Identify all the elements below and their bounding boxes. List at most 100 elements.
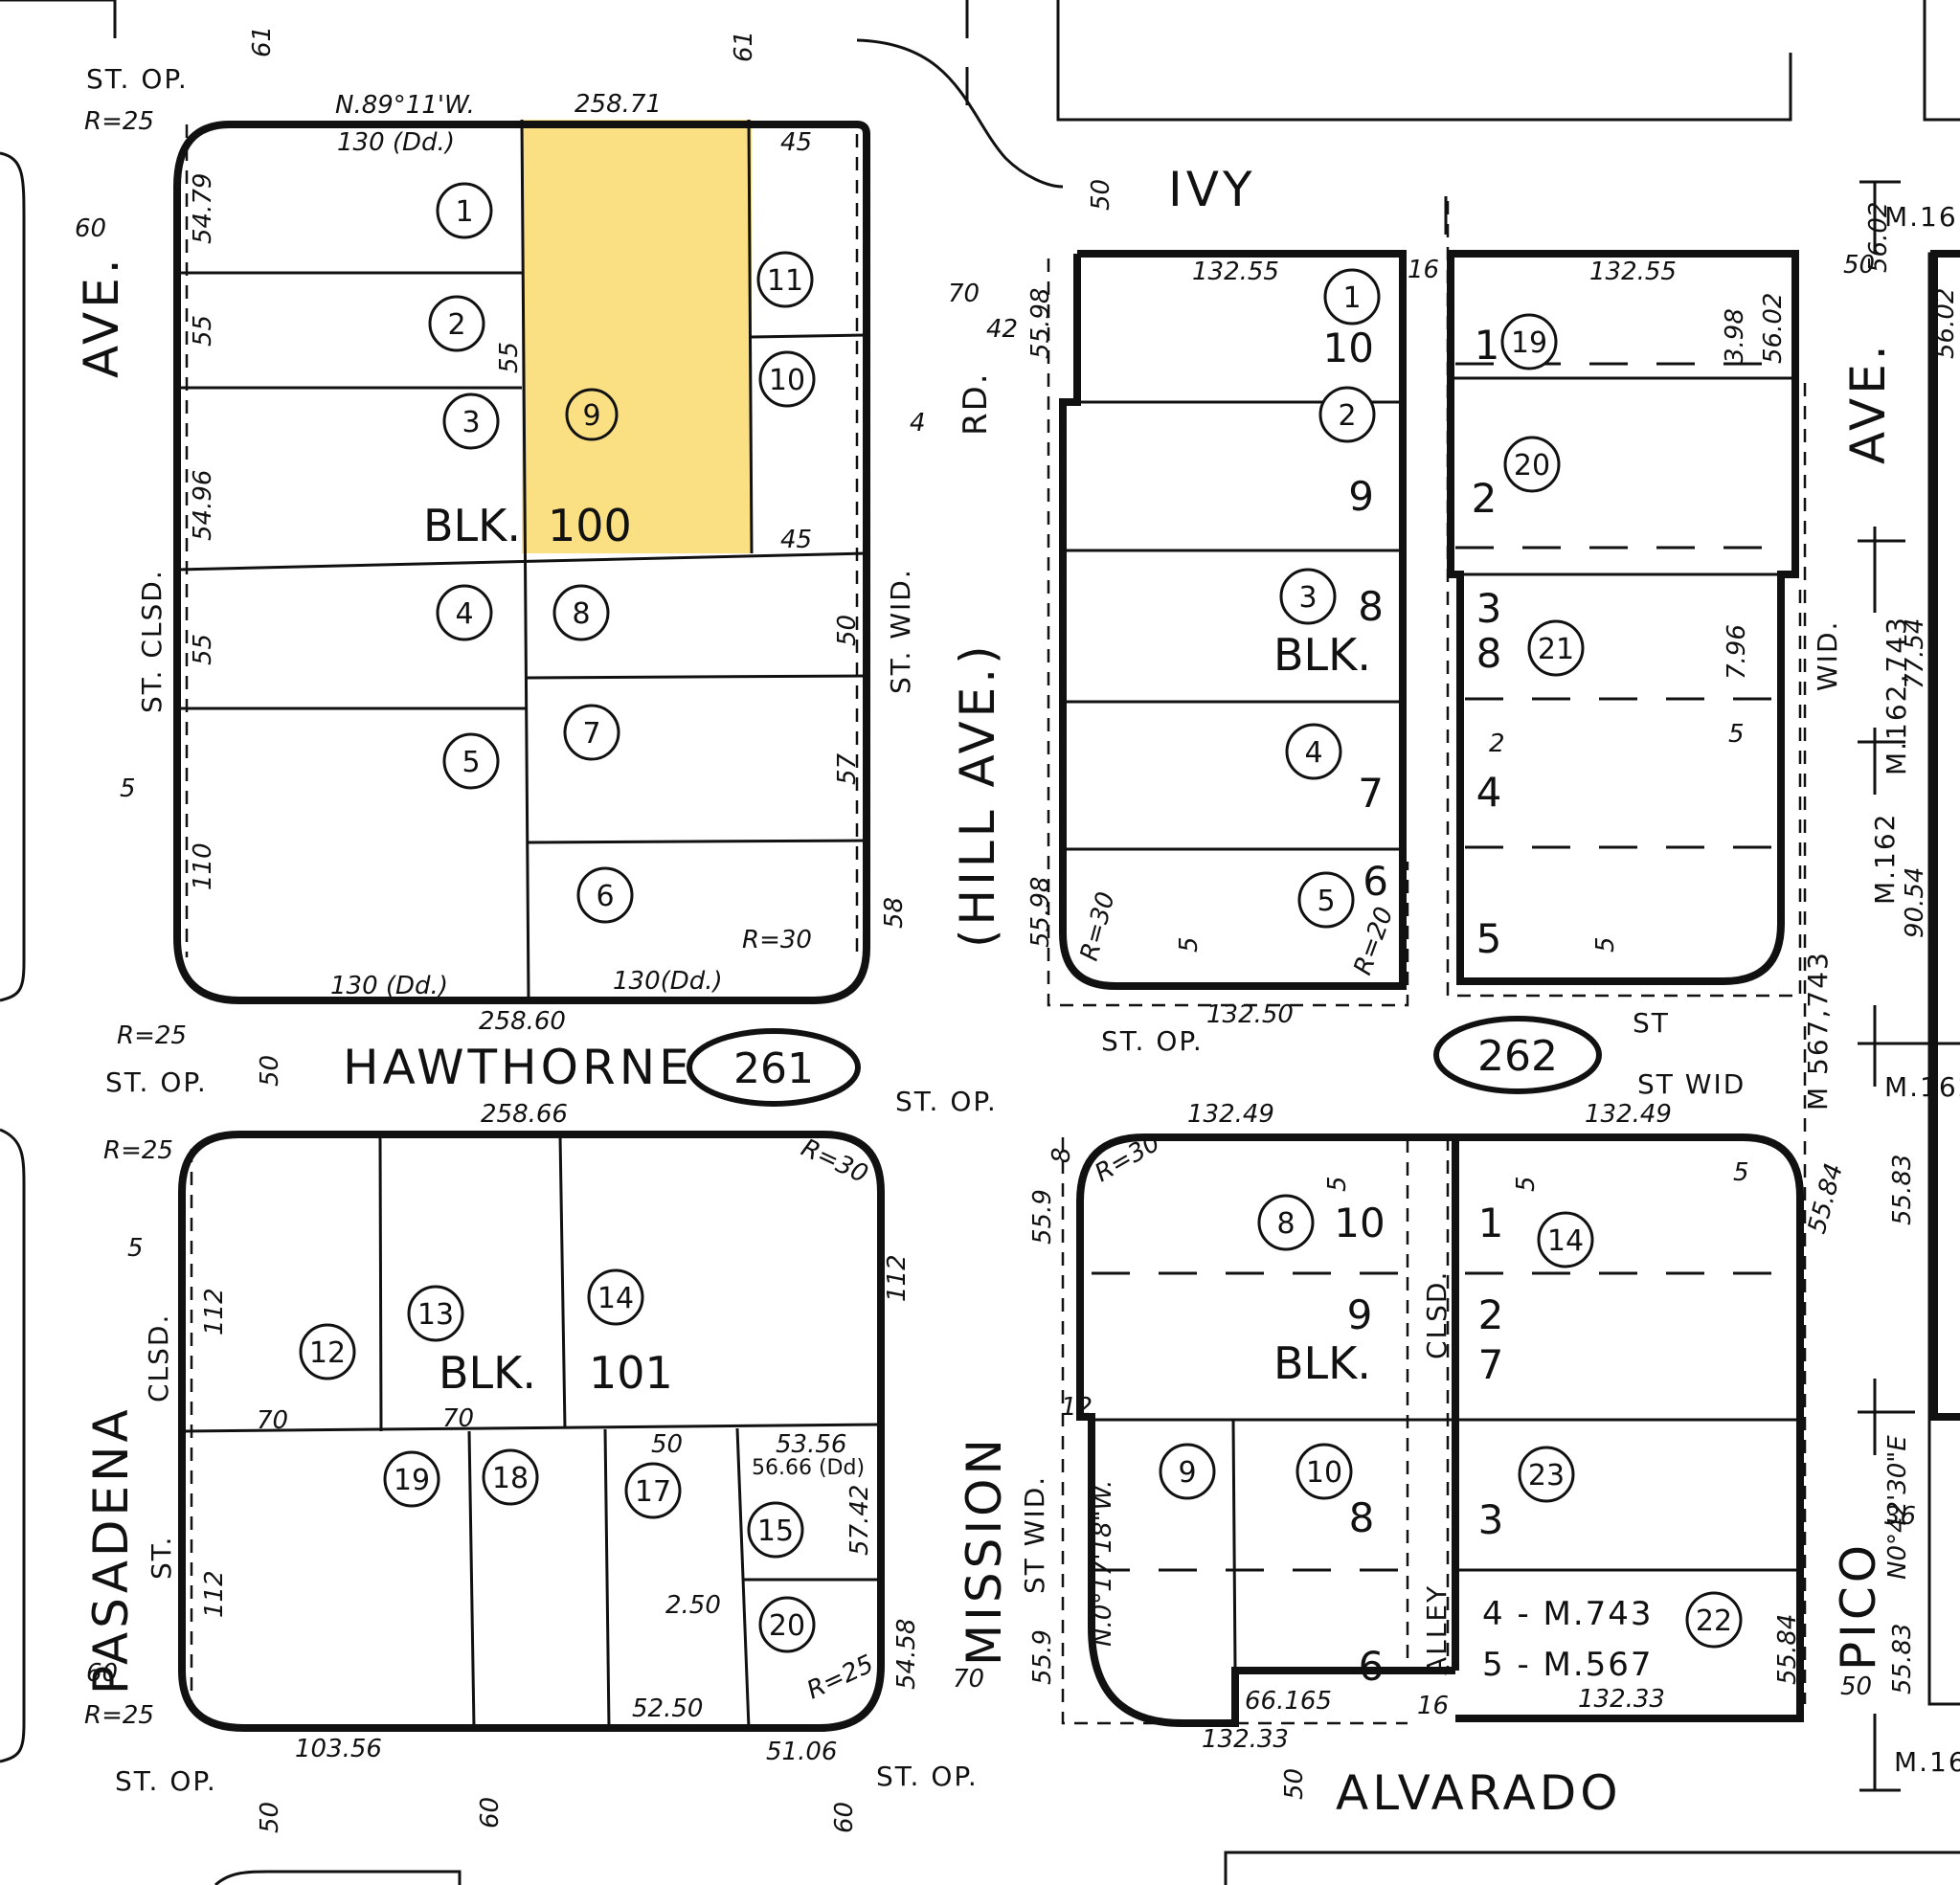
block-lower-right	[1446, 1133, 1804, 1722]
lot-tr-5[interactable]: 5	[1297, 871, 1355, 929]
dimension: 132.33	[1578, 1685, 1665, 1714]
street-hill-ave: (HILL AVE.)	[950, 641, 1005, 948]
lot-circle	[552, 584, 610, 641]
dimension: 5	[1175, 936, 1204, 953]
dimension: 5	[1728, 720, 1745, 749]
book-oval	[687, 1028, 861, 1107]
lot-tr-1[interactable]: 1	[1323, 268, 1381, 325]
lot-number: 1	[455, 195, 473, 229]
lot-bm-8[interactable]: 8	[1257, 1194, 1315, 1251]
street-width: 50	[256, 1802, 284, 1833]
lot-bm-9[interactable]: 9	[1159, 1443, 1216, 1500]
lot-1[interactable]: 1	[436, 182, 493, 239]
lot-line	[751, 333, 867, 339]
lot-number: 7	[582, 717, 600, 751]
street-width: 60	[476, 1797, 505, 1829]
lot-9-highlighted[interactable]: 9	[565, 388, 619, 441]
dimension: 7.96	[1723, 624, 1751, 680]
dimension: 16	[1417, 1692, 1449, 1720]
lot-line	[528, 839, 867, 844]
dimension: 55.98	[1026, 288, 1055, 359]
lot-number: 9	[1178, 1456, 1196, 1490]
dimension: 132.55	[1589, 258, 1677, 286]
street-width: 42	[986, 315, 1018, 344]
lot-tr-19[interactable]: 19	[1500, 313, 1558, 370]
dimension: 54.79	[189, 173, 217, 244]
lot-19[interactable]: 19	[383, 1450, 440, 1508]
lot-13[interactable]: 13	[407, 1285, 464, 1342]
lot-circle	[1685, 1591, 1743, 1649]
annotation-st-wid: ST WID.	[1019, 1475, 1050, 1594]
lot-circle	[565, 388, 619, 441]
lot-2[interactable]: 2	[428, 295, 485, 352]
lot-12[interactable]: 12	[299, 1323, 356, 1380]
annotation-radius: R=25	[84, 107, 154, 136]
annotation-bearing: N0°42'30"E	[1883, 1435, 1912, 1580]
lot-plain: 4	[1476, 769, 1502, 816]
lot-5[interactable]: 5	[442, 732, 500, 790]
street-width: 60	[75, 214, 106, 243]
dimension: 53.56	[776, 1430, 846, 1459]
dimension: 55.84	[1773, 1614, 1802, 1685]
dimension: 45	[780, 526, 812, 554]
lot-tr-3[interactable]: 3	[1279, 568, 1337, 625]
street-ave-right: AVE.	[1840, 341, 1896, 464]
dimension: 112	[200, 1570, 229, 1618]
dimension: 77.54	[1901, 618, 1929, 689]
dimension: 55.9	[1028, 1629, 1057, 1685]
dimension: 132.49	[1585, 1100, 1672, 1129]
lot-circle	[576, 866, 634, 924]
lot-7[interactable]: 7	[563, 704, 620, 761]
dimension: 57	[833, 752, 862, 785]
annotation-radius: R=30	[742, 926, 812, 954]
lot-number: 10	[769, 364, 805, 397]
lot-tr-20[interactable]: 20	[1503, 436, 1561, 493]
lot-br-22[interactable]: 22	[1685, 1591, 1743, 1649]
street-width: 61	[730, 31, 758, 62]
annotation-map-ref: M.16	[1884, 201, 1958, 233]
dimension: 5	[120, 774, 136, 803]
lot-tr-2[interactable]: 2	[1318, 386, 1376, 443]
lot-number: 23	[1528, 1459, 1565, 1492]
lot-3[interactable]: 3	[442, 393, 500, 450]
highlighted-parcel[interactable]	[522, 120, 752, 553]
lot-4[interactable]: 4	[436, 584, 493, 641]
street-width: 61	[248, 26, 277, 57]
lot-tr-4[interactable]: 4	[1285, 723, 1342, 780]
adjacent-parcel-top-right	[1923, 0, 1960, 122]
annotation-wid: WID.	[1812, 620, 1843, 691]
street-width: 70	[953, 1665, 984, 1694]
lot-14[interactable]: 14	[587, 1268, 644, 1326]
dimension: 258.71	[574, 90, 662, 119]
lot-15[interactable]: 15	[747, 1501, 804, 1559]
block-101-outline	[178, 1131, 885, 1732]
lot-10[interactable]: 10	[758, 350, 816, 408]
dimension: 130(Dd.)	[613, 967, 723, 996]
lot-tr-21[interactable]: 21	[1527, 619, 1585, 677]
lot-6[interactable]: 6	[576, 866, 634, 924]
lot-number: 14	[1547, 1224, 1584, 1258]
dimension: 132.55	[1192, 258, 1279, 286]
book-number-261[interactable]: 261	[687, 1028, 861, 1107]
lot-plain: 8	[1358, 583, 1384, 630]
lot-8[interactable]: 8	[552, 584, 610, 641]
lot-circle	[624, 1462, 682, 1519]
lot-20[interactable]: 20	[758, 1596, 816, 1653]
dimension: 132.33	[1202, 1725, 1289, 1754]
lot-bm-10[interactable]: 10	[1295, 1443, 1353, 1500]
dimension: 132.50	[1206, 1000, 1294, 1029]
lot-number: 4	[1304, 736, 1322, 770]
lot-plain: 3	[1478, 1496, 1504, 1543]
street-width: 50	[1843, 251, 1875, 280]
block-far-right	[1803, 180, 1960, 1792]
lot-17[interactable]: 17	[624, 1462, 682, 1519]
dimension: 55	[495, 342, 524, 373]
dimension: 5	[1323, 1176, 1352, 1192]
lot-map-ref: 4 - M.743	[1482, 1595, 1654, 1633]
book-number-262[interactable]: 262	[1433, 1016, 1602, 1094]
lot-br-14[interactable]: 14	[1537, 1211, 1594, 1268]
dimension: 66.165	[1245, 1687, 1332, 1716]
lot-18[interactable]: 18	[482, 1448, 539, 1506]
lot-11[interactable]: 11	[756, 251, 814, 308]
lot-br-23[interactable]: 23	[1518, 1446, 1575, 1503]
